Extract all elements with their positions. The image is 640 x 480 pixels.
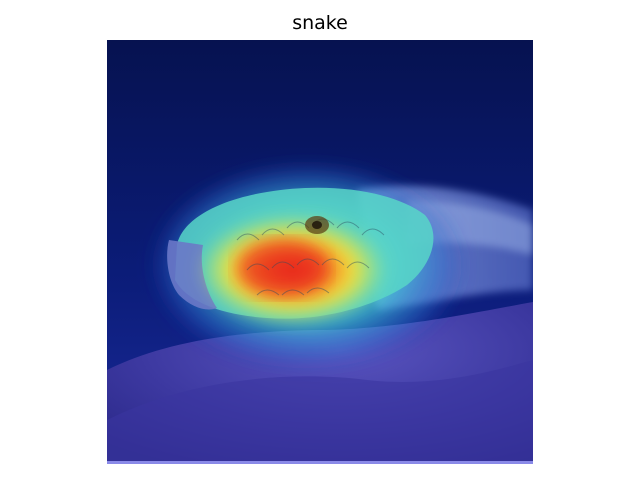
heatmap-overlay-graphic (107, 40, 533, 464)
figure-title: snake (292, 12, 348, 34)
heatmap-image (107, 40, 533, 464)
